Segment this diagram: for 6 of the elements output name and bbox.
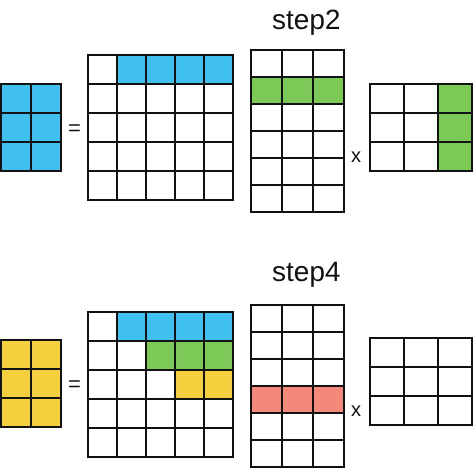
step-heading: step2 [272, 6, 340, 34]
equals-sign: = [68, 373, 81, 395]
times-sign: x [351, 146, 361, 166]
equals-sign: = [68, 117, 81, 139]
times-sign: x [351, 400, 361, 420]
step-heading: step4 [272, 258, 340, 286]
